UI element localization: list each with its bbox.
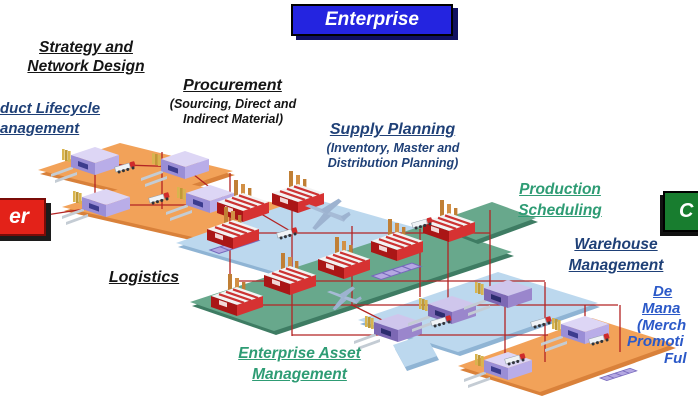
enterprise-title-box: Enterprise (291, 4, 453, 36)
label-procurement: Procurement (183, 77, 282, 94)
label-warehouse-management: Warehouse Management (568, 236, 664, 274)
label-demand-fragment-5: Ful (664, 350, 687, 367)
label-procurement-sub: (Sourcing, Direct and Indirect Material) (169, 97, 297, 126)
customer-box-label: C (679, 200, 694, 222)
label-demand-fragment-1: De (653, 283, 673, 300)
label-demand-fragment-4: Promoti (627, 333, 684, 350)
label-product-lifecycle-management: duct Lifecycle anagement (0, 100, 101, 137)
label-supply-planning-sub: (Inventory, Master and Distribution Plan… (326, 141, 460, 170)
label-strategy-network-design: Strategy and Network Design (27, 39, 145, 75)
label-production-scheduling: Production Scheduling (518, 181, 602, 219)
label-supply-planning: Supply Planning (329, 121, 456, 138)
label-demand-fragment-2: Mana (642, 300, 681, 317)
label-logistics: Logistics (108, 269, 180, 286)
supplier-box: er (0, 198, 46, 236)
enterprise-label: Enterprise (325, 9, 419, 30)
customer-box: C (663, 191, 698, 232)
label-demand-fragment-3: (Merch (637, 317, 687, 334)
supplier-box-label: er (9, 205, 29, 228)
label-enterprise-asset-management: Enterprise Asset Management (238, 345, 361, 383)
